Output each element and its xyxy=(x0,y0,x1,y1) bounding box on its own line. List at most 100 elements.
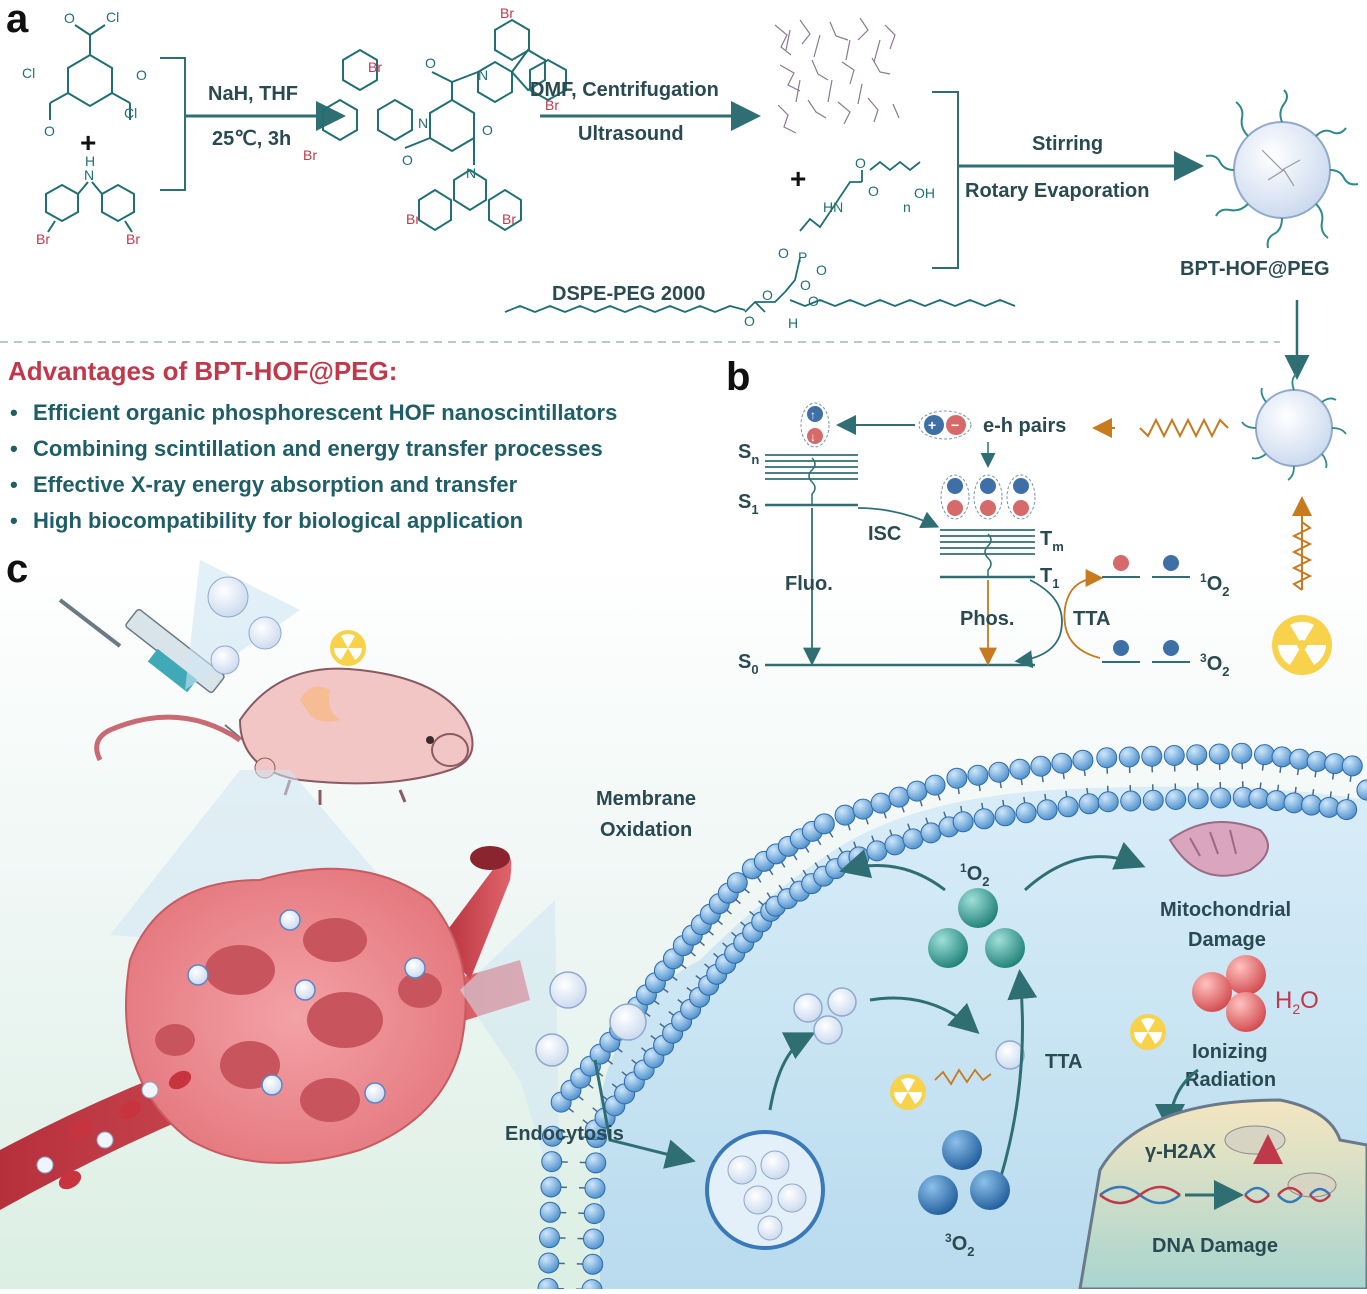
atom-n: N xyxy=(84,167,94,183)
atom-br: Br xyxy=(368,59,382,75)
spin-up-icon: ↑ xyxy=(810,408,816,422)
lipid-head xyxy=(835,805,855,825)
panel-letter-b: b xyxy=(726,355,750,399)
dibromodiphenylamine-structure xyxy=(46,182,134,232)
lipid-head xyxy=(727,873,747,893)
lipid-head xyxy=(584,1204,604,1224)
atom-p: P xyxy=(798,249,807,265)
advantage-bullet: • xyxy=(10,472,18,497)
atom-o: O xyxy=(425,55,436,71)
lipid-head xyxy=(1342,756,1362,776)
atom-cl: Cl xyxy=(22,65,35,81)
lipid-head xyxy=(1164,746,1184,766)
advantage-item: Effective X-ray energy absorption and tr… xyxy=(33,472,518,497)
lipid-head xyxy=(1325,754,1345,774)
lipid-head xyxy=(968,765,988,785)
lipid-head xyxy=(1266,791,1286,811)
lipid-head xyxy=(1249,788,1269,808)
lipid-head xyxy=(1097,748,1117,768)
lipid-head xyxy=(542,1152,562,1172)
atom-n: N xyxy=(478,67,488,83)
mito-label-1: Mitochondrial xyxy=(1160,899,1291,921)
product-label: BPT-HOF@PEG xyxy=(1180,258,1330,280)
atom-hn: HN xyxy=(823,199,843,215)
step2-top-label: DMF, Centrifugation xyxy=(530,79,719,101)
atom-cl: Cl xyxy=(124,105,137,121)
atom-br: Br xyxy=(303,147,317,163)
lipid-head xyxy=(814,814,834,834)
lipid-head xyxy=(974,809,994,829)
atom-o: O xyxy=(816,262,827,278)
advantage-bullet: • xyxy=(10,436,18,461)
radiation-icon xyxy=(330,630,366,666)
reaction-bracket xyxy=(160,58,185,190)
vessel-opening xyxy=(470,846,510,870)
lipid-head xyxy=(1016,803,1036,823)
lipid-head xyxy=(907,781,927,801)
atom-h: H xyxy=(85,153,95,169)
lipid-head xyxy=(989,762,1009,782)
lipid-head xyxy=(925,775,945,795)
advantage-item: Combining scintillation and energy trans… xyxy=(33,436,603,461)
lipid-head xyxy=(1319,797,1339,817)
step2-bottom-label: Ultrasound xyxy=(578,123,684,145)
atom-cl: Cl xyxy=(106,9,119,25)
lipid-head xyxy=(540,1228,560,1248)
step1-conditions: 25℃, 3h xyxy=(212,128,291,150)
plus-sign: + xyxy=(790,163,806,194)
lipid-head xyxy=(903,829,923,849)
lipid-head xyxy=(1166,789,1186,809)
lipid-head xyxy=(1187,745,1207,765)
phos-label: Phos. xyxy=(960,608,1014,630)
bpt-structure xyxy=(323,20,566,230)
gamma-h2ax-label: γ-H2AX xyxy=(1145,1141,1217,1163)
tm-label: Tm xyxy=(1040,528,1064,554)
radiation-icon xyxy=(1130,1014,1166,1050)
advantages-list: • Efficient organic phosphorescent HOF n… xyxy=(10,400,617,533)
lipid-head xyxy=(539,1253,559,1273)
lipid-head xyxy=(867,841,887,861)
ionizing-label-2: Radiation xyxy=(1185,1069,1276,1091)
atom-o: O xyxy=(855,155,866,171)
lipid-head xyxy=(1037,800,1057,820)
lipid-head xyxy=(541,1177,561,1197)
lipid-head xyxy=(1098,792,1118,812)
atom-oh: OH xyxy=(914,185,935,201)
hof-crystal-lattice xyxy=(775,18,899,133)
electron-minus-icon: − xyxy=(951,417,959,433)
lipid-head xyxy=(1302,795,1322,815)
lipid-head xyxy=(1272,747,1292,767)
mixing-bracket xyxy=(932,92,958,268)
lipid-head xyxy=(1284,793,1304,813)
lipid-head xyxy=(1031,756,1051,776)
lipid-head xyxy=(1142,746,1162,766)
ionizing-label-1: Ionizing xyxy=(1192,1041,1268,1063)
lipid-head xyxy=(995,806,1015,826)
tta-label: TTA xyxy=(1073,608,1110,630)
lipid-head xyxy=(853,799,873,819)
nanoparticle-b xyxy=(1242,374,1346,480)
subscript-n: n xyxy=(903,199,911,215)
bpt-hof-peg-nanoparticle xyxy=(1206,90,1358,248)
lipid-head xyxy=(1232,743,1252,763)
panel-letter-c: c xyxy=(6,547,28,591)
advantage-bullet: • xyxy=(10,400,18,425)
atom-n: N xyxy=(466,165,476,181)
membrane-oxidation-label-1: Membrane xyxy=(596,788,696,810)
lipid-head xyxy=(1209,744,1229,764)
lipid-head xyxy=(953,812,973,832)
atom-o: O xyxy=(808,293,819,309)
s1-label: S1 xyxy=(738,491,759,517)
eh-pairs-icon: + − xyxy=(919,411,971,439)
lipid-head xyxy=(1058,797,1078,817)
fluo-label: Fluo. xyxy=(785,573,833,595)
lipid-head xyxy=(585,1178,605,1198)
advantage-item: Efficient organic phosphorescent HOF nan… xyxy=(33,400,617,425)
sn-label: Sn xyxy=(738,441,759,467)
lipid-head xyxy=(849,847,869,867)
step3-bottom-label: Rotary Evaporation xyxy=(965,180,1149,202)
lipid-head xyxy=(1119,747,1139,767)
triplet-eh-pairs xyxy=(941,475,1035,519)
endosome xyxy=(707,1132,823,1248)
atom-o: O xyxy=(482,122,493,138)
